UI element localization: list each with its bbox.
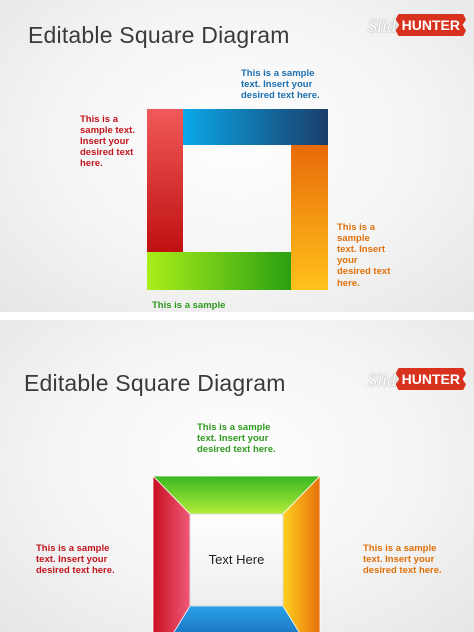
red-left-bar[interactable] [147,109,183,252]
slide-title: Editable Square Diagram [28,22,290,48]
slide-title: Editable Square Diagram [24,370,286,396]
note-left[interactable]: This is a sample text. Insert your desir… [80,114,135,170]
logo-hunter-word: HUNTER [395,368,466,390]
logo-slide-word: Slide [368,16,404,36]
logo-hunter-word: HUNTER [395,14,466,36]
logo-slide-word: Slide [368,370,404,390]
square-diagram-1 [147,109,328,290]
slide-2: Editable Square Diagram Slide HUNTER [0,320,474,632]
note-top[interactable]: This is a sample text. Insert your desir… [197,422,276,456]
red-left-trapezoid[interactable] [152,475,191,632]
frame-diagram-2 [152,475,321,632]
center-text[interactable]: Text Here [208,552,265,567]
note-bottom[interactable]: This is a sample text. Insert your desir… [152,300,226,312]
note-top[interactable]: This is a sample text. Insert your desir… [241,68,320,102]
orange-right-trapezoid[interactable] [282,475,321,632]
orange-right-bar[interactable] [291,145,328,290]
note-right[interactable]: This is a sample text. Insert your desir… [363,543,442,577]
note-right[interactable]: This is a sample text. Insert your desir… [337,222,391,289]
blue-top-bar[interactable] [183,109,328,145]
note-left[interactable]: This is a sample text. Insert your desir… [36,543,115,577]
green-bottom-bar[interactable] [147,252,291,290]
slide-1: Editable Square Diagram Slide HUNTER [0,0,474,312]
inner-square [189,513,284,607]
